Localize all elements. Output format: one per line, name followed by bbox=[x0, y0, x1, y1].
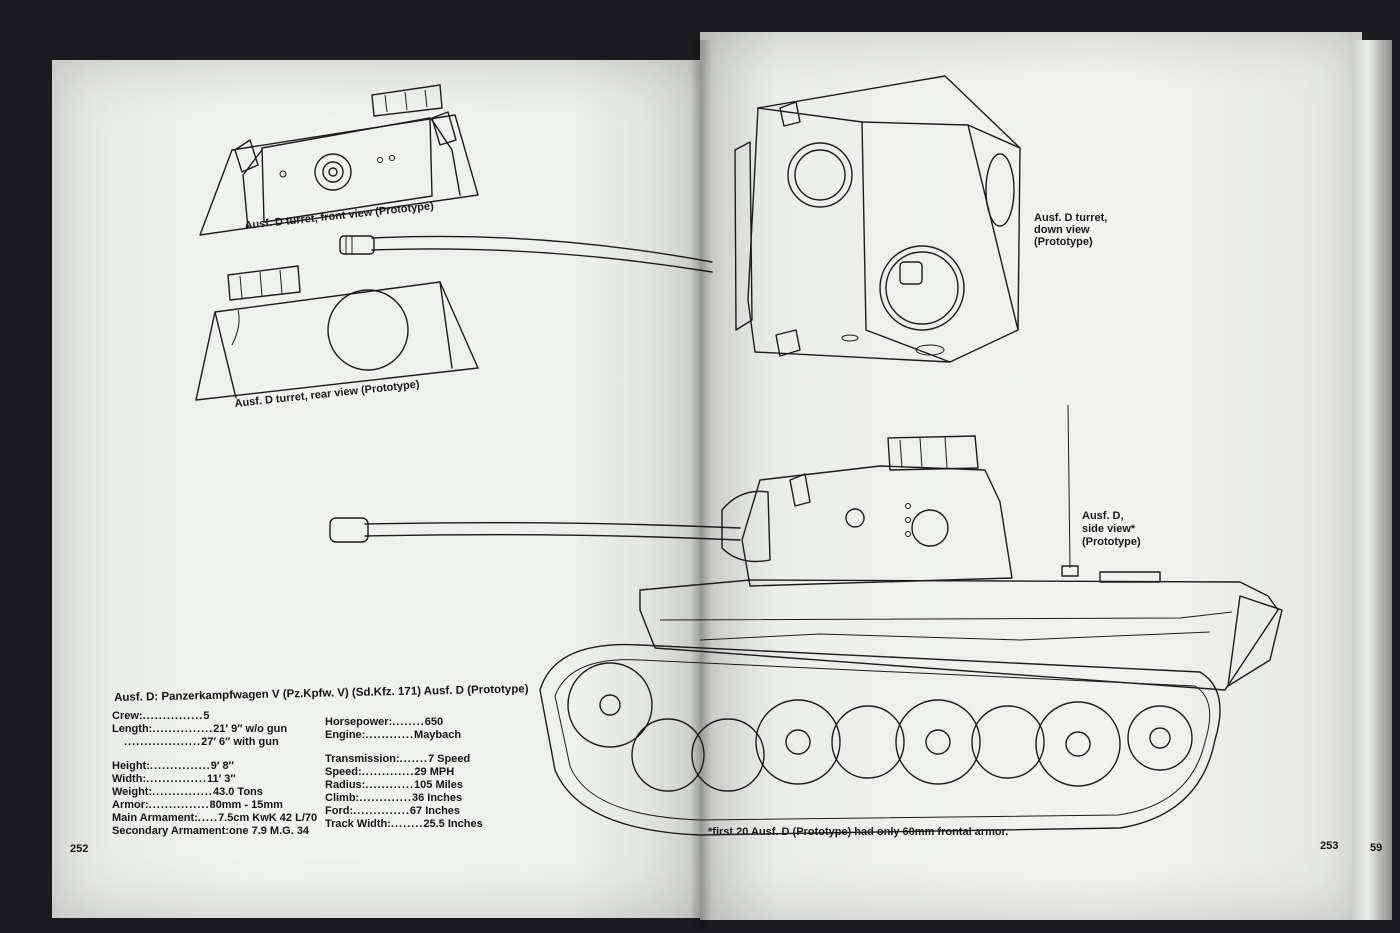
next-page-edge bbox=[1352, 40, 1392, 920]
spec-left-dots: ................... bbox=[124, 736, 202, 748]
spec-left-row: Length: ............... 21′ 9″ w/o gun bbox=[112, 723, 317, 736]
caption-side-view-2: side view* bbox=[1082, 523, 1136, 535]
spec-right-label: Speed: bbox=[325, 766, 362, 778]
spec-right-value: Maybach bbox=[414, 729, 462, 741]
spec-right-row: Ford: .............. 67 Inches bbox=[325, 805, 483, 818]
spec-right-dots: ............ bbox=[365, 779, 415, 791]
caption-side-view-3: (Prototype) bbox=[1082, 536, 1141, 548]
spec-left-label: Height: bbox=[112, 760, 150, 772]
spec-left-label: Weight: bbox=[112, 786, 153, 798]
spec-left-value: one 7.9 M.G. 34 bbox=[228, 825, 310, 837]
spec-right-value: 25.5 Inches bbox=[423, 818, 483, 830]
upper-gun-barrel bbox=[339, 235, 713, 273]
spec-left-row: Main Armament: ..... 7.5cm KwK 42 L/70 bbox=[112, 812, 317, 825]
edge-page-number: 59 bbox=[1370, 842, 1383, 854]
spec-right-value: 7 Speed bbox=[427, 753, 471, 765]
spec-right-label: Track Width: bbox=[325, 818, 391, 830]
spec-left-value: 21′ 9″ w/o gun bbox=[213, 723, 288, 735]
footnote: *first 20 Ausf. D (Prototype) had only 6… bbox=[708, 826, 1009, 838]
spec-right-value: 36 Inches bbox=[411, 792, 463, 804]
spec-right-label: Horsepower: bbox=[325, 716, 393, 728]
spec-right-value: 29 MPH bbox=[414, 766, 455, 778]
spec-right-label: Radius: bbox=[325, 779, 366, 791]
left-page bbox=[52, 60, 702, 918]
spec-left-row: Crew: ............... 5 bbox=[112, 710, 317, 723]
turret-rear-view-drawing bbox=[195, 265, 479, 401]
spec-right-value: 67 Inches bbox=[409, 805, 461, 817]
left-page-number: 252 bbox=[70, 843, 89, 855]
caption-down-view-2: down view bbox=[1034, 224, 1090, 236]
spec-left-row: Width: ............... 11′ 3″ bbox=[112, 773, 317, 786]
spec-right-row: Transmission: ....... 7 Speed bbox=[325, 753, 483, 766]
spec-right-row: Horsepower: ........ 650 bbox=[325, 716, 483, 729]
spec-left-row: Weight: ............... 43.0 Tons bbox=[112, 786, 317, 799]
spec-left-value: 11′ 3″ bbox=[206, 773, 236, 785]
spec-left-dots: ............... bbox=[148, 799, 210, 811]
right-page bbox=[700, 32, 1362, 920]
spec-right-label: Transmission: bbox=[325, 753, 400, 765]
spec-right-dots: ............. bbox=[361, 766, 415, 778]
spec-right-dots: ........ bbox=[392, 716, 425, 728]
spec-left-value: 5 bbox=[203, 710, 210, 722]
spec-left-label: Length: bbox=[112, 723, 153, 735]
spec-left-label: Crew: bbox=[112, 710, 143, 722]
spec-right-label: Climb: bbox=[325, 792, 360, 804]
spec-right-dots: ............. bbox=[359, 792, 412, 804]
spec-left-label: Armor: bbox=[112, 799, 149, 811]
spec-left-value: 43.0 Tons bbox=[212, 786, 263, 798]
spec-left-label: Secondary Armament: bbox=[112, 825, 229, 837]
spec-right-row: Speed: ............. 29 MPH bbox=[325, 766, 483, 779]
spec-right-value: 105 Miles bbox=[414, 779, 463, 791]
spec-right-dots: ....... bbox=[399, 753, 428, 765]
spec-left-value: 27′ 6″ with gun bbox=[201, 736, 279, 748]
spec-right-dots: ........ bbox=[390, 818, 424, 830]
caption-down-view-1: Ausf. D turret, bbox=[1034, 212, 1108, 224]
spec-right-row: Engine: ............ Maybach bbox=[325, 729, 483, 742]
spec-left-dots: ............... bbox=[146, 773, 207, 785]
spec-right-row: Track Width: ........ 25.5 Inches bbox=[325, 818, 483, 831]
turret-down-view-drawing bbox=[734, 75, 1021, 363]
spec-left-row: Height: ............... 9′ 8″ bbox=[112, 760, 317, 773]
spec-left-value: 7.5cm KwK 42 L/70 bbox=[218, 812, 318, 824]
spec-left-value: 80mm - 15mm bbox=[209, 799, 283, 811]
caption-down-view-3: (Prototype) bbox=[1034, 236, 1093, 248]
spec-left-row: Armor: ............... 80mm - 15mm bbox=[112, 799, 317, 812]
spec-right-dots: ............ bbox=[365, 729, 415, 741]
spec-left-label: Width: bbox=[112, 773, 147, 785]
spec-right-row: Climb: ............. 36 Inches bbox=[325, 792, 483, 805]
spec-left-label: Main Armament: bbox=[112, 812, 198, 824]
right-page-number: 253 bbox=[1320, 840, 1339, 852]
spec-left-row: ................... 27′ 6″ with gun bbox=[112, 736, 317, 749]
spec-left-value: 9′ 8″ bbox=[210, 760, 234, 772]
spec-left-dots: ..... bbox=[197, 812, 219, 824]
spec-right-dots: .............. bbox=[353, 805, 410, 817]
spec-left-dots: ............... bbox=[149, 760, 211, 772]
spec-left-dots: ............... bbox=[142, 710, 204, 722]
tank-side-view-drawing bbox=[329, 404, 1283, 836]
spec-left-row: Secondary Armament: one 7.9 M.G. 34 bbox=[112, 825, 317, 838]
turret-front-view-drawing bbox=[199, 84, 479, 236]
spec-right-label: Ford: bbox=[325, 805, 354, 817]
spec-right-row: Radius: ............ 105 Miles bbox=[325, 779, 483, 792]
caption-side-view-1: Ausf. D, bbox=[1082, 510, 1124, 522]
spec-right-label: Engine: bbox=[325, 729, 366, 741]
spec-left-dots: ............... bbox=[152, 786, 213, 798]
spec-left-dots: ............... bbox=[152, 723, 214, 735]
book-spine bbox=[690, 40, 712, 930]
spec-right-value: 650 bbox=[424, 716, 444, 728]
